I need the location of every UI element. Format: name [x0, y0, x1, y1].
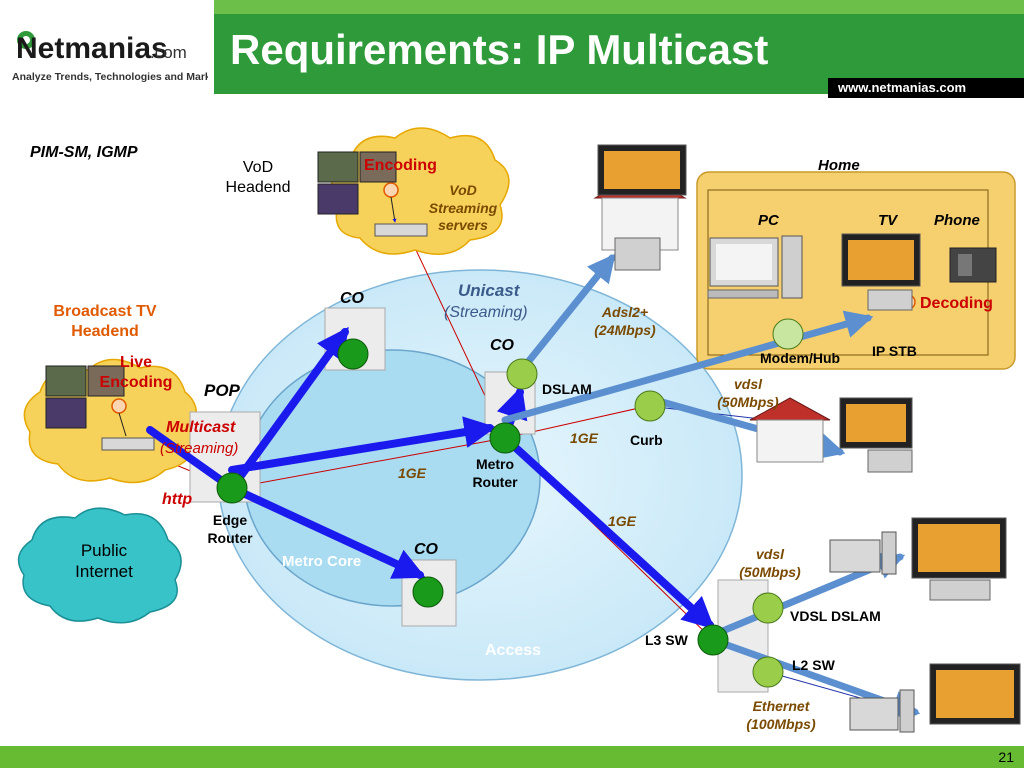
footer-bar	[0, 746, 1024, 768]
subscriber-devices	[593, 144, 1021, 733]
co-bottom-label: CO	[414, 541, 438, 558]
modem-hub-label: Modem/Hub	[760, 350, 841, 366]
pop-label: POP	[204, 381, 240, 400]
co-mid-label: CO	[490, 337, 514, 354]
metro-core-label: Metro Core	[282, 553, 362, 570]
home-pc	[707, 235, 803, 299]
co-bottom-node	[412, 576, 444, 608]
curb-node	[634, 390, 666, 422]
encoding-point	[383, 182, 399, 198]
co-top-label: CO	[340, 290, 364, 307]
unicast-streaming-label: (Streaming)	[444, 304, 528, 321]
vdsl-dslam-speed-label: vdsl(50Mbps)	[739, 546, 801, 580]
netmanias-logo: Netmanias .com Analyze Trends, Technolog…	[12, 31, 208, 83]
logo-name: Netmanias	[16, 32, 168, 65]
modem-hub-node	[772, 318, 804, 350]
network-nodes	[216, 294, 916, 688]
ethernet-home-devices	[849, 663, 1021, 733]
adsl-label: Adsl2+(24Mbps)	[594, 304, 656, 338]
vdsl-dslam-label: VDSL DSLAM	[790, 608, 881, 624]
logo-tagline: Analyze Trends, Technologies and Market	[12, 71, 208, 83]
co-top-node	[337, 338, 369, 370]
logo-suffix: .com	[150, 43, 187, 62]
edge-router-node	[216, 472, 248, 504]
home-tv-label: TV	[878, 212, 898, 229]
home-title: Home	[818, 157, 860, 174]
live-encoder-unit	[101, 437, 155, 451]
vod-headend-thumbnails	[317, 151, 397, 215]
vdsl-curb-label: vdsl(50Mbps)	[717, 376, 779, 410]
public-internet-cloud	[17, 507, 182, 624]
curb-label: Curb	[630, 432, 663, 448]
l3-switch-label: L3 SW	[645, 632, 688, 648]
dslam-node	[506, 358, 538, 390]
home-tv	[841, 233, 921, 311]
page-number: 21	[998, 749, 1014, 765]
unicast-label: Unicast	[458, 281, 520, 300]
logo-panel: Netmanias .com Analyze Trends, Technolog…	[0, 0, 215, 94]
home-phone	[949, 247, 997, 283]
vdsl-home-devices	[829, 517, 1007, 601]
vod-server-unit	[374, 223, 428, 237]
l2-switch-node	[752, 656, 784, 688]
decoding-label: Decoding	[920, 295, 993, 312]
vdsl-dslam-node	[752, 592, 784, 624]
multicast-label: Multicast	[166, 419, 236, 436]
link-1ge-b: 1GE	[570, 430, 599, 446]
access-label: Access	[485, 642, 542, 659]
l3-switch-node	[697, 624, 729, 656]
ethernet-label: Ethernet(100Mbps)	[746, 698, 816, 732]
title-accent-strip	[214, 0, 1024, 14]
home-phone-label: Phone	[934, 212, 980, 229]
ip-stb-label: IP STB	[872, 343, 917, 359]
dsl-home-house	[593, 144, 687, 271]
link-1ge-c: 1GE	[608, 513, 637, 529]
multicast-streaming-label: (Streaming)	[160, 440, 239, 457]
unicast-paths	[501, 253, 921, 718]
live-encoding-point	[111, 398, 127, 414]
link-1ge-a: 1GE	[398, 465, 427, 481]
http-label: http	[162, 491, 193, 508]
encoding-label: Encoding	[364, 157, 437, 174]
curb-home-house	[749, 397, 913, 473]
broadcast-headend-thumbnails	[45, 365, 125, 429]
dslam-label: DSLAM	[542, 381, 592, 397]
metro-router-node	[489, 422, 521, 454]
protocols-label: PIM-SM, IGMP	[30, 144, 138, 161]
page-title: Requirements: IP Multicast	[230, 26, 769, 73]
multicast-paths	[146, 326, 715, 630]
website-bar	[828, 78, 1024, 98]
l2-switch-label: L2 SW	[792, 657, 835, 673]
home-pc-label: PC	[758, 212, 779, 229]
website-link[interactable]: www.netmanias.com	[838, 80, 967, 95]
